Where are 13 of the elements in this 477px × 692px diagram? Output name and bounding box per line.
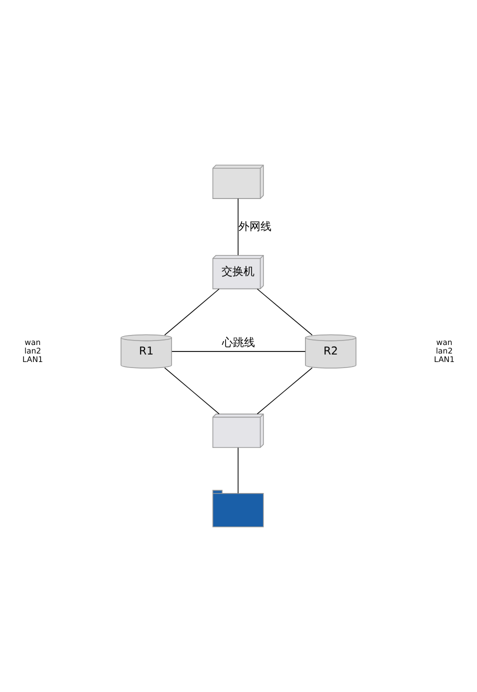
- connector: [256, 288, 313, 336]
- edge-label: 外网线: [238, 220, 272, 233]
- edge-label: 心跳线: [222, 336, 255, 350]
- connector: [164, 288, 220, 336]
- node-label: lan2: [436, 346, 453, 356]
- connector: [164, 367, 220, 414]
- node-label: LAN1: [22, 354, 44, 364]
- connector: [256, 367, 313, 414]
- node-label: wan: [24, 338, 41, 347]
- node-label: wan: [436, 338, 452, 347]
- connector: [172, 351, 306, 352]
- node-label: LAN1: [434, 354, 455, 364]
- node-label: lan2: [24, 346, 42, 356]
